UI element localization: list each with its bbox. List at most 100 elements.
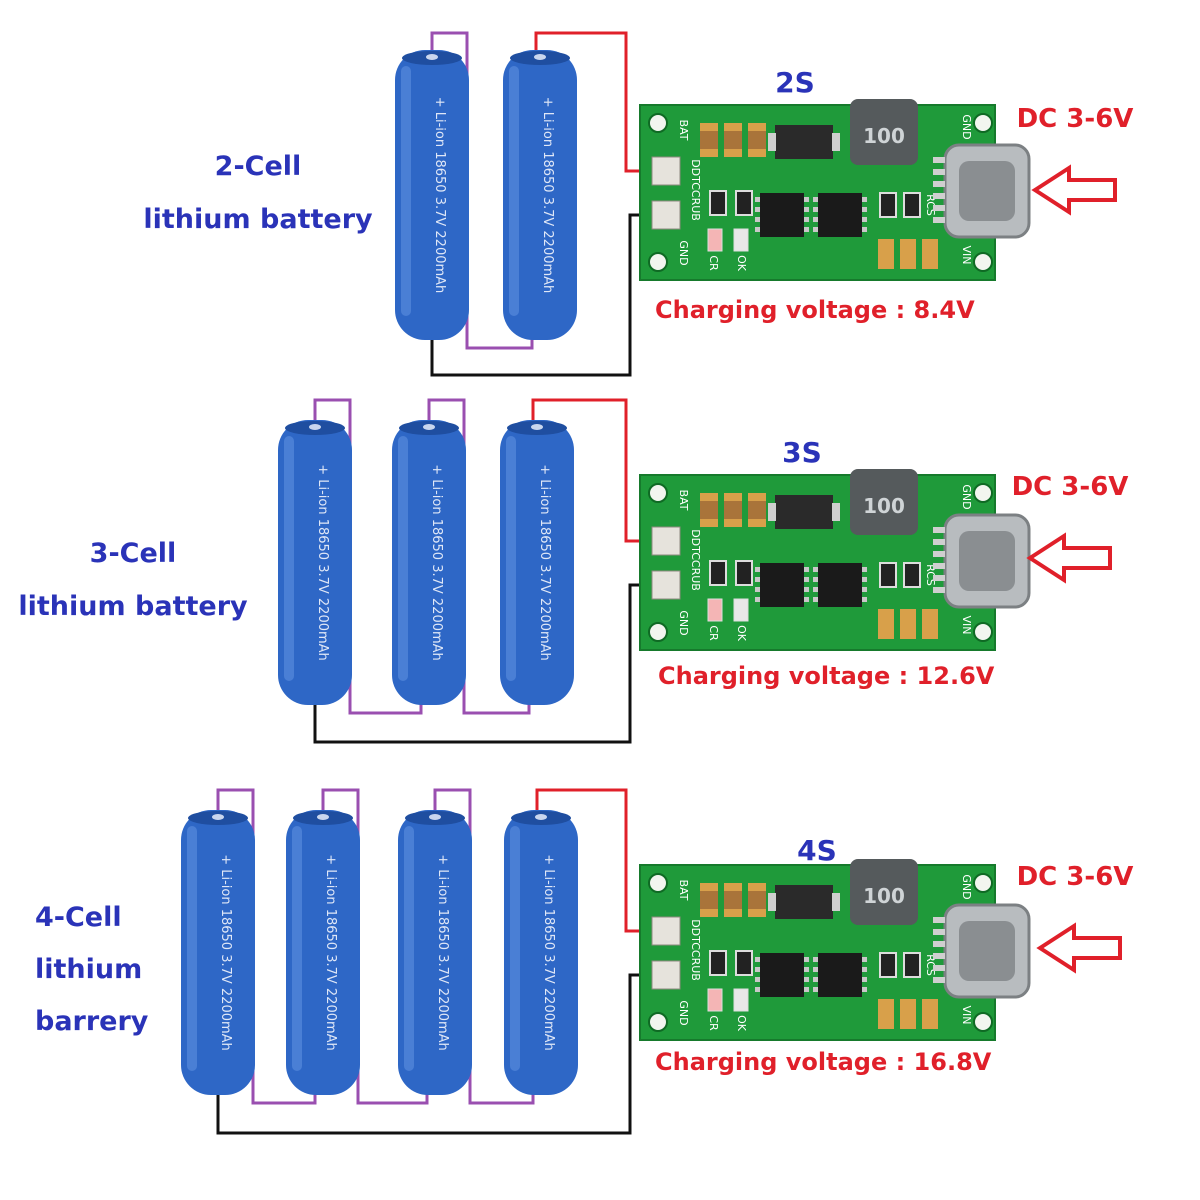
capacitor — [922, 999, 938, 1029]
ic-pin — [755, 987, 760, 992]
ic-pin — [804, 227, 809, 232]
ic-pin — [755, 587, 760, 592]
capacitor-band — [724, 131, 742, 149]
bat-silkscreen: BAT — [677, 490, 690, 511]
bat-silkscreen: BAT — [677, 120, 690, 141]
battery-cell-4: + Li-ion 18650 3.7V 2200mAh — [504, 810, 578, 1095]
diode-lead — [832, 503, 840, 521]
gnd-pad — [651, 960, 681, 990]
gnd-pad — [651, 200, 681, 230]
battery-cell-3: + Li-ion 18650 3.7V 2200mAh — [500, 420, 574, 705]
inductor-value: 100 — [863, 494, 905, 518]
battery-highlight — [509, 66, 519, 316]
cell-label-line-2: lithium battery — [143, 204, 373, 235]
capacitor — [878, 239, 894, 269]
battery-positive-terminal — [309, 424, 321, 430]
ic-pin — [755, 597, 760, 602]
dc-input-label: DC 3-6V — [1012, 472, 1129, 502]
series-label: 3S — [782, 436, 822, 469]
ic-pin — [862, 227, 867, 232]
ic-pin — [755, 567, 760, 572]
usb-pin — [933, 539, 945, 545]
series-label: 4S — [797, 834, 837, 867]
dc-input-label: DC 3-6V — [1017, 862, 1134, 892]
gnd-pad — [651, 570, 681, 600]
panel-2S: + Li-ion 18650 3.7V 2200mAh+ Li-ion 1865… — [143, 31, 1134, 377]
ic-pin — [862, 587, 867, 592]
inductor — [850, 859, 918, 925]
battery-positive-terminal — [531, 424, 543, 430]
capacitor-band — [748, 131, 766, 149]
diode-lead — [768, 133, 776, 151]
battery-body — [504, 810, 578, 1095]
battery-body — [392, 420, 466, 705]
mounting-hole — [648, 252, 668, 272]
ic-pin — [813, 977, 818, 982]
battery-label: + Li-ion 18650 3.7V 2200mAh — [315, 464, 330, 661]
part-code-silkscreen: DDTCCRUB — [689, 159, 702, 221]
battery-label: + Li-ion 18650 3.7V 2200mAh — [435, 854, 450, 1051]
led-ok — [733, 228, 749, 252]
resistor — [735, 190, 753, 216]
mounting-hole — [648, 1012, 668, 1032]
ic-chip — [760, 563, 804, 607]
battery-positive-terminal — [426, 54, 438, 60]
mounting-hole — [973, 113, 993, 133]
ic-pin — [862, 207, 867, 212]
capacitor — [900, 239, 916, 269]
capacitor — [922, 239, 938, 269]
cell-label-line-2: lithium battery — [18, 591, 248, 622]
battery-highlight — [404, 826, 414, 1071]
resistor — [903, 952, 921, 978]
ic-pin — [813, 967, 818, 972]
capacitor-band — [748, 891, 766, 909]
ic-pin — [813, 587, 818, 592]
battery-body — [503, 50, 577, 340]
usb-c-opening — [959, 921, 1015, 981]
battery-cell-2: + Li-ion 18650 3.7V 2200mAh — [286, 810, 360, 1095]
battery-highlight — [398, 436, 408, 681]
capacitor — [900, 609, 916, 639]
usb-pin — [933, 181, 945, 187]
capacitor-band — [700, 501, 718, 519]
resistor — [709, 190, 727, 216]
diode — [775, 495, 833, 529]
usb-pin — [933, 217, 945, 223]
diode-lead — [832, 893, 840, 911]
battery-positive-terminal — [535, 814, 547, 820]
battery-highlight — [292, 826, 302, 1071]
usb-pin — [933, 563, 945, 569]
vin-silkscreen: VIN — [960, 246, 973, 265]
battery-highlight — [506, 436, 516, 681]
mounting-hole — [973, 483, 993, 503]
ic-pin — [755, 977, 760, 982]
bat-pad — [651, 156, 681, 186]
usb-pin — [933, 587, 945, 593]
part-code-silkscreen: DDTCCRUB — [689, 529, 702, 591]
bat-silkscreen: BAT — [677, 880, 690, 901]
gnd-silkscreen: GND — [677, 1000, 690, 1025]
battery-body — [278, 420, 352, 705]
usb-pin — [933, 169, 945, 175]
panel-3S: + Li-ion 18650 3.7V 2200mAh + Li-ion 1865… — [18, 398, 1129, 744]
usb-pin — [933, 965, 945, 971]
gnd-right-silkscreen: GND — [960, 114, 973, 139]
ic-pin — [755, 957, 760, 962]
dc-input-label: DC 3-6V — [1017, 104, 1134, 134]
usb-pin — [933, 977, 945, 983]
cell-label-line-1: 2-Cell — [215, 151, 302, 182]
positive-wire — [534, 31, 662, 173]
battery-positive-terminal — [534, 54, 546, 60]
ic-pin — [804, 967, 809, 972]
battery-cell-1: + Li-ion 18650 3.7V 2200mAh — [395, 50, 469, 340]
mounting-hole — [973, 622, 993, 642]
ok-silkscreen: OK — [735, 625, 748, 642]
usb-pin — [933, 193, 945, 199]
inductor-value: 100 — [863, 884, 905, 908]
vin-silkscreen: VIN — [960, 1006, 973, 1025]
resistor — [879, 192, 897, 218]
led-ok — [733, 598, 749, 622]
battery-highlight — [284, 436, 294, 681]
